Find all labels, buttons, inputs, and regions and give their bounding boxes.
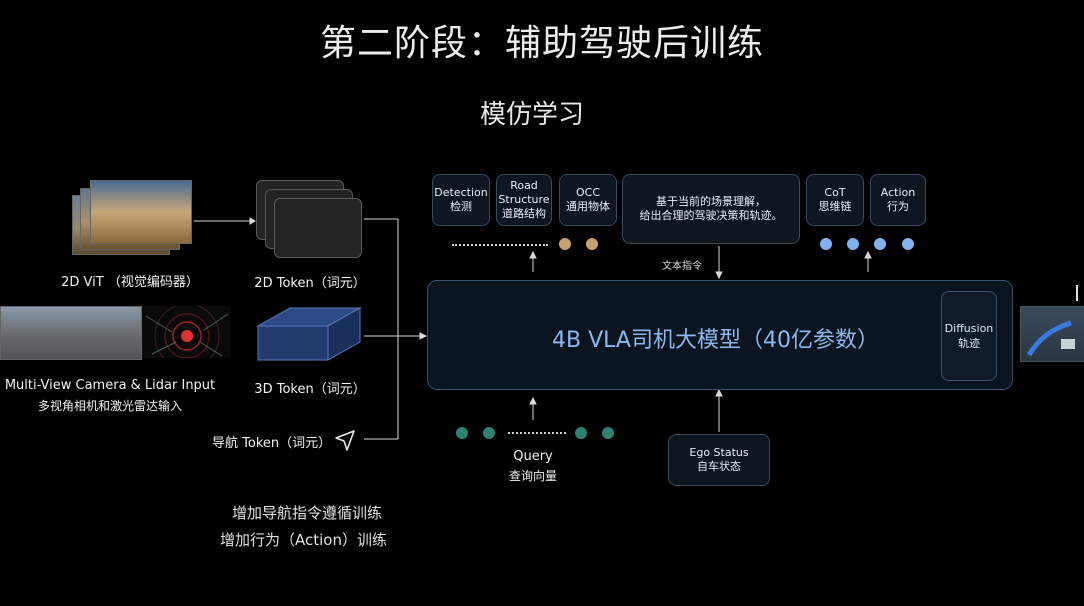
lidar-image bbox=[142, 303, 230, 369]
output-action-box: Action 行为 bbox=[870, 174, 926, 226]
text-instruction-label: 文本指令 bbox=[662, 261, 702, 272]
output-reasoning-box: 基于当前的场景理解， 给出合理的驾驶决策和轨迹。 bbox=[622, 174, 800, 244]
query-dot bbox=[575, 427, 587, 439]
vla-model-box bbox=[427, 280, 1013, 390]
navigation-arrow-icon bbox=[335, 430, 355, 451]
output-token-dot-blue bbox=[902, 238, 914, 250]
road-zh: 道路结构 bbox=[502, 207, 546, 220]
diffusion-zh: 轨迹 bbox=[958, 337, 980, 350]
cot-zh: 思维链 bbox=[818, 200, 852, 213]
page-subtitle: 模仿学习 bbox=[479, 100, 584, 130]
reasoning-line-2: 给出合理的驾驶决策和轨迹。 bbox=[639, 209, 783, 222]
output-token-dot-blue bbox=[874, 238, 886, 250]
query-label-en: Query bbox=[513, 449, 553, 464]
output-token-dot-tan bbox=[586, 238, 598, 250]
token-3d-cube bbox=[256, 307, 362, 361]
occ-zh: 通用物体 bbox=[566, 200, 610, 213]
token-3d-label: 3D Token（词元） bbox=[254, 382, 366, 397]
output-token-dot-blue bbox=[847, 238, 859, 250]
token-2d-label: 2D Token（词元） bbox=[254, 276, 366, 291]
diffusion-en: Diffusion bbox=[944, 322, 994, 335]
note-navigation-training: 增加导航指令遵循训练 bbox=[232, 504, 383, 522]
camera-lidar-label-en: Multi-View Camera & Lidar Input bbox=[4, 378, 216, 393]
output-cot-box: CoT 思维链 bbox=[806, 174, 864, 226]
camera-lidar-label-zh: 多视角相机和激光雷达输入 bbox=[37, 399, 182, 413]
diffusion-box: Diffusion 轨迹 bbox=[941, 291, 997, 381]
trajectory-preview-image bbox=[1020, 306, 1084, 362]
action-zh: 行为 bbox=[887, 200, 909, 213]
output-road-structure-box: Road Structure 道路结构 bbox=[496, 174, 552, 226]
nav-token-label: 导航 Token（词元） bbox=[212, 436, 332, 451]
ego-status-en: Ego Status bbox=[689, 446, 749, 459]
output-token-dot-blue bbox=[820, 238, 832, 250]
action-en: Action bbox=[880, 186, 916, 199]
note-action-training: 增加行为（Action）训练 bbox=[220, 531, 387, 549]
detection-en: Detection bbox=[434, 186, 488, 199]
detection-zh: 检测 bbox=[450, 200, 472, 213]
output-token-dots-ellipsis bbox=[452, 244, 548, 246]
camera-photo-front bbox=[90, 180, 192, 244]
road-en-2: Structure bbox=[498, 193, 550, 206]
output-detection-box: Detection 检测 bbox=[432, 174, 490, 226]
query-dot bbox=[456, 427, 468, 439]
query-dots-ellipsis bbox=[508, 432, 566, 434]
occ-en: OCC bbox=[575, 186, 601, 199]
token-2d-card-front bbox=[274, 198, 362, 258]
query-dot bbox=[483, 427, 495, 439]
output-occ-box: OCC 通用物体 bbox=[559, 174, 617, 226]
cot-en: CoT bbox=[824, 186, 846, 199]
query-label-zh: 查询向量 bbox=[508, 469, 557, 483]
multi-view-camera-image bbox=[0, 306, 142, 360]
vit-label: 2D ViT （视觉编码器） bbox=[61, 275, 199, 290]
reasoning-line-1: 基于当前的场景理解， bbox=[656, 195, 766, 208]
vla-model-label: 4B VLA司机大模型（40亿参数） bbox=[552, 328, 879, 353]
page-title: 第二阶段：辅助驾驶后训练 bbox=[319, 23, 764, 64]
ego-status-zh: 自车状态 bbox=[697, 460, 741, 473]
trajectory-path bbox=[1026, 320, 1075, 357]
edge-marker bbox=[1076, 285, 1078, 301]
query-dot bbox=[602, 427, 614, 439]
output-token-dot-tan bbox=[559, 238, 571, 250]
road-en-1: Road bbox=[510, 179, 538, 192]
ego-status-box: Ego Status 自车状态 bbox=[668, 434, 770, 486]
